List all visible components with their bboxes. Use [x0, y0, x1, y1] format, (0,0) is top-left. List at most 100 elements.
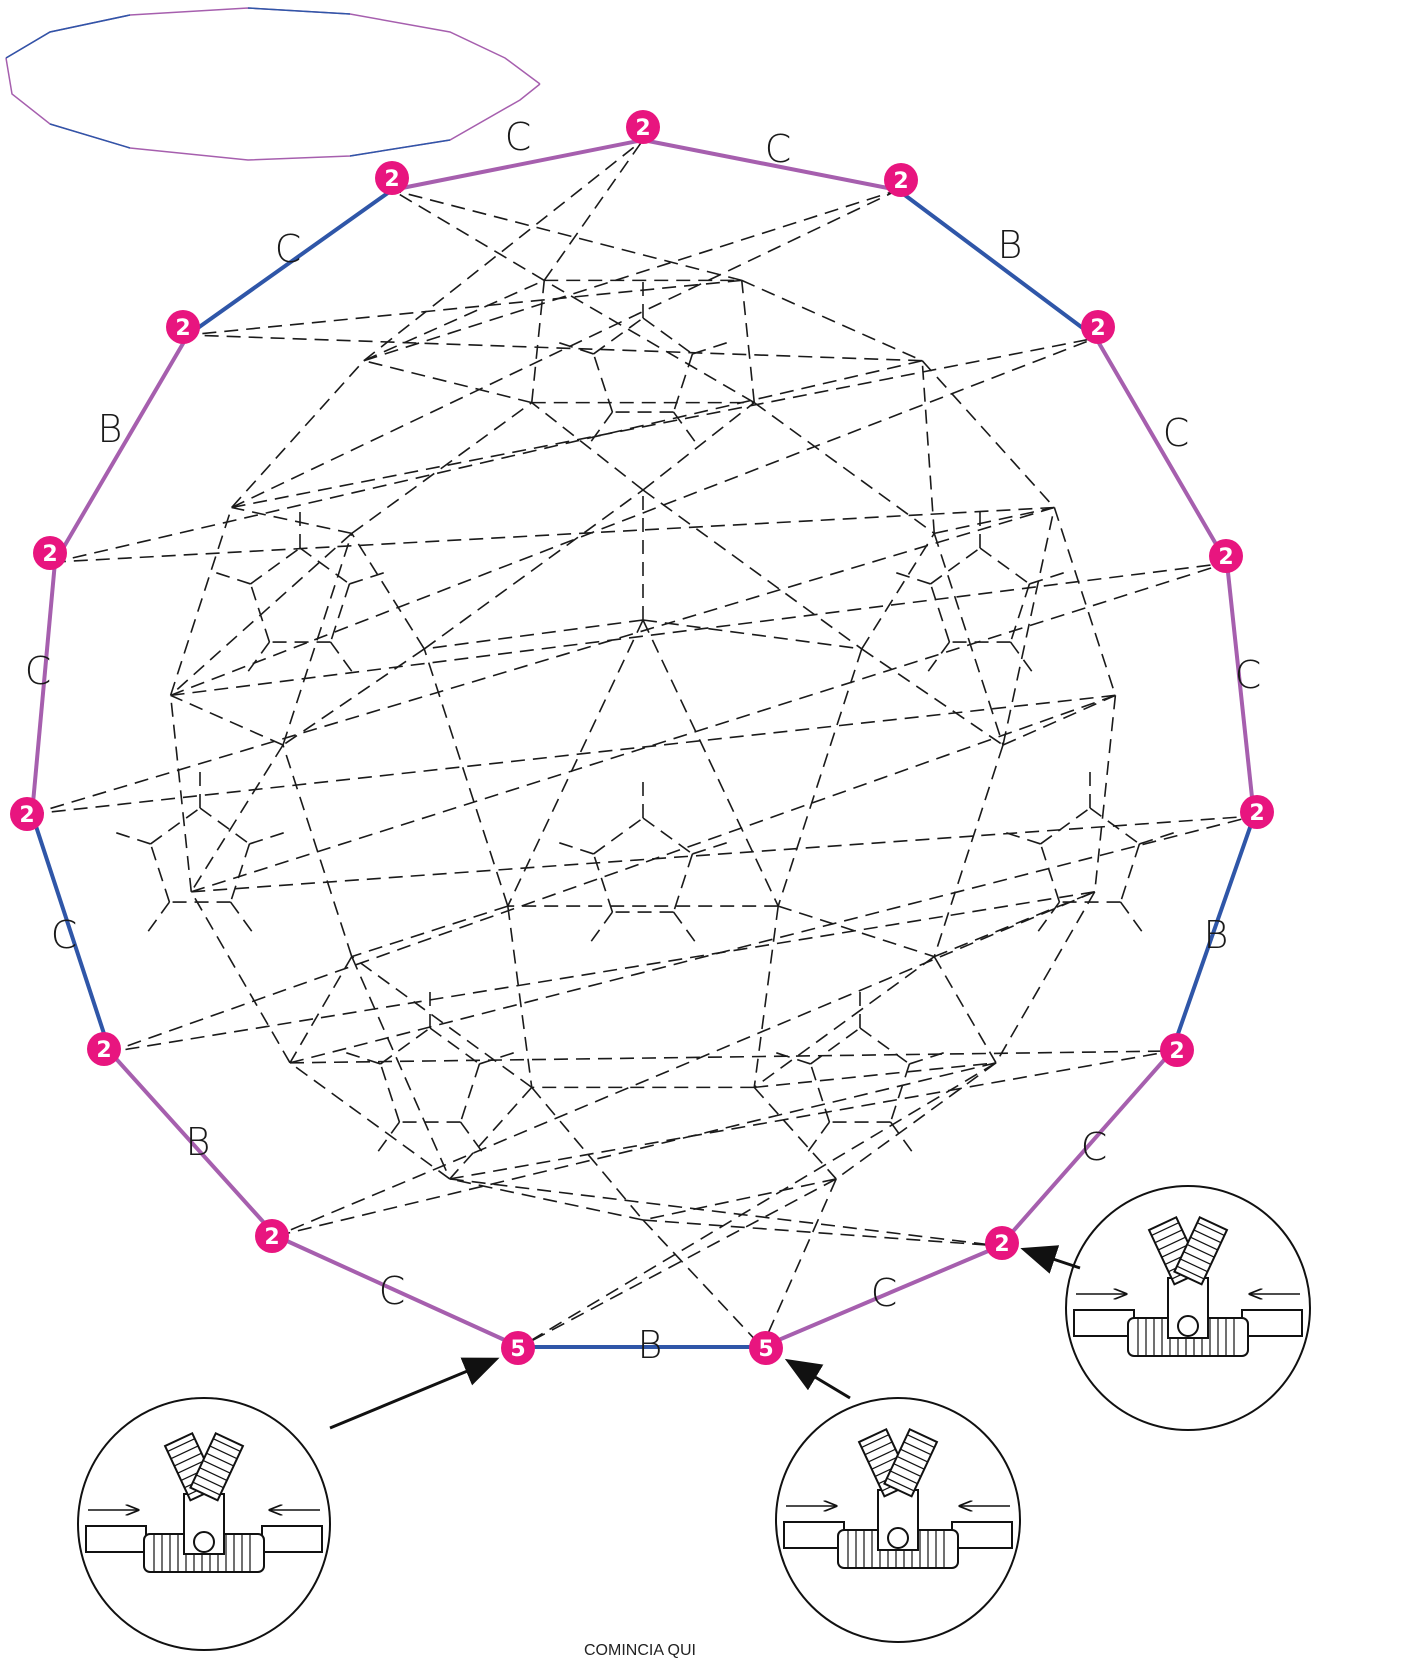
- edge-label: C: [765, 127, 792, 171]
- strut: [349, 571, 385, 585]
- strut: [289, 956, 353, 1064]
- strut: [835, 1062, 997, 1180]
- svg-text:2: 2: [1249, 801, 1264, 826]
- strut: [459, 1121, 483, 1152]
- strut: [889, 1121, 913, 1152]
- strut: [642, 1219, 763, 1348]
- strut: [859, 1027, 910, 1065]
- strut: [54, 506, 1055, 563]
- strut: [642, 489, 863, 650]
- strut: [558, 341, 594, 355]
- strut: [1139, 831, 1175, 845]
- strut: [275, 891, 1096, 1237]
- strut: [672, 353, 694, 413]
- strut: [740, 280, 756, 403]
- svg-text:2: 2: [1169, 1039, 1184, 1064]
- strut: [590, 911, 614, 942]
- strut: [249, 583, 271, 643]
- edge-label: C: [1235, 653, 1262, 697]
- strut: [543, 279, 755, 404]
- vertex-badge-2: 2: [1209, 539, 1243, 573]
- strut: [289, 815, 1255, 1064]
- edge-label: C: [275, 227, 302, 271]
- perimeter-edge-c: [1225, 562, 1256, 817]
- strut: [519, 1178, 837, 1348]
- vertex-badge-2: 2: [87, 1032, 121, 1066]
- strut: [1040, 807, 1091, 845]
- strut: [191, 562, 1228, 893]
- vertex-badge-2: 2: [10, 797, 44, 831]
- strut: [642, 401, 755, 491]
- perimeter-edge-b: [1170, 815, 1256, 1052]
- svg-text:2: 2: [1218, 545, 1233, 570]
- strut: [299, 547, 350, 585]
- vertex-badge-2: 2: [1240, 795, 1274, 829]
- connector-detail-center: [775, 1397, 1021, 1643]
- strut: [429, 1027, 480, 1065]
- perimeter-edge-c: [108, 1050, 278, 1238]
- strut: [672, 911, 696, 942]
- strut: [753, 401, 935, 535]
- strut: [809, 1063, 831, 1123]
- perimeter-edge-b: [186, 188, 394, 337]
- strut: [909, 1051, 945, 1065]
- strut: [672, 411, 696, 442]
- connector-detail-left: [77, 1397, 331, 1651]
- strut: [810, 1027, 861, 1065]
- strut: [282, 648, 425, 746]
- edge-label: B: [638, 1323, 663, 1367]
- perimeter-edge-c: [53, 333, 190, 564]
- perimeter-edge-c: [998, 1049, 1174, 1248]
- vertex-badge-2: 2: [166, 310, 200, 344]
- strut: [933, 744, 1004, 957]
- strut: [692, 841, 728, 855]
- strut: [479, 1051, 515, 1065]
- perimeter-edge-c: [642, 138, 899, 192]
- vertex-badge-2: 2: [884, 163, 918, 197]
- strut: [934, 506, 1055, 535]
- arrow-icon: [1020, 1245, 1081, 1274]
- strut: [531, 1086, 644, 1221]
- strut: [530, 280, 546, 403]
- strut: [282, 744, 353, 957]
- perimeter-edge-c: [30, 561, 57, 815]
- strut: [190, 744, 284, 893]
- svg-text:2: 2: [19, 803, 34, 828]
- strut: [775, 1051, 811, 1065]
- strut: [109, 890, 1095, 1053]
- svg-text:2: 2: [175, 316, 190, 341]
- strut: [1119, 843, 1141, 903]
- arrow-icon: [784, 1358, 851, 1400]
- strut: [672, 853, 694, 913]
- strut: [1093, 695, 1117, 892]
- arrow-icon: [329, 1357, 500, 1430]
- edge-label: C: [1163, 411, 1190, 455]
- strut: [424, 619, 644, 650]
- strut: [423, 489, 644, 650]
- strut: [921, 360, 1055, 509]
- strut: [642, 619, 862, 650]
- edge-label: B: [998, 223, 1023, 267]
- strut: [590, 411, 614, 442]
- strut: [109, 694, 1116, 1053]
- strut: [363, 279, 545, 362]
- strut: [459, 1063, 481, 1123]
- strut: [1009, 641, 1033, 672]
- strut: [191, 815, 1255, 893]
- connector-details: [77, 1185, 1311, 1651]
- vertex-badge-2: 2: [255, 1219, 289, 1253]
- vertex-badge-5: 5: [501, 1331, 535, 1365]
- strut: [642, 317, 693, 355]
- strut: [995, 891, 1096, 1064]
- strut: [642, 817, 693, 855]
- strut: [231, 189, 899, 509]
- strut: [1037, 901, 1061, 932]
- vertex-badge-2: 2: [985, 1226, 1019, 1260]
- strut: [777, 905, 935, 958]
- svg-text:2: 2: [96, 1038, 111, 1063]
- strut: [391, 189, 545, 282]
- strut: [807, 1121, 831, 1152]
